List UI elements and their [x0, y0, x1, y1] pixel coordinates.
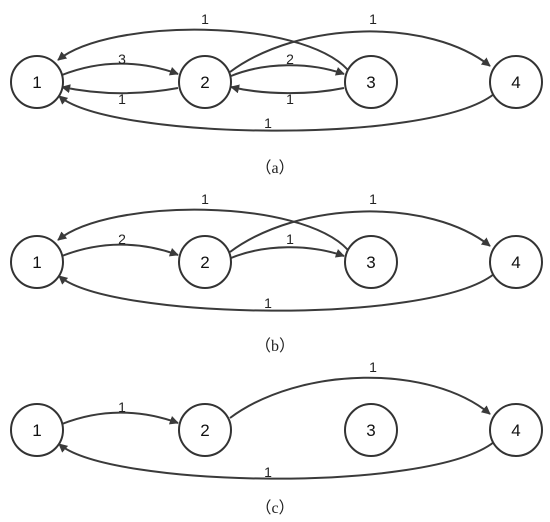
edge-b-2-to-4: 1 [229, 191, 491, 253]
panel-caption: （c） [255, 499, 294, 517]
edge-weight-label: 1 [369, 191, 377, 207]
edge-weight-label: 1 [118, 399, 126, 415]
panel-caption: （b） [255, 337, 295, 355]
edge-a-2-to-3: 2 [230, 51, 345, 77]
edge-a-3-to-2: 1 [230, 84, 345, 107]
edge-weight-label: 3 [118, 51, 126, 67]
panel-a: 1 3 1 1 2 1 1 [10, 11, 543, 177]
edge-weight-label: 2 [118, 231, 126, 247]
svg-text:1: 1 [32, 253, 41, 272]
node-3: 3 [344, 235, 398, 289]
edge-weight-label: 1 [369, 11, 377, 27]
svg-text:2: 2 [200, 253, 209, 272]
edge-c-1-to-2: 1 [61, 399, 179, 425]
edge-b-1-to-2: 2 [61, 231, 179, 257]
edge-b-4-to-1: 1 [58, 273, 495, 312]
edge-weight-label: 1 [264, 295, 272, 311]
edge-weight-label: 1 [201, 11, 209, 27]
node-2: 2 [178, 235, 232, 289]
node-1: 1 [10, 403, 64, 457]
svg-text:1: 1 [32, 73, 41, 92]
panel-b: 1 2 1 1 1 1 2 3 4 （b） [10, 191, 543, 355]
edge-a-2-to-4: 1 [229, 11, 491, 73]
node-4: 4 [489, 55, 543, 109]
svg-text:4: 4 [511, 421, 520, 440]
edge-b-2-to-3: 1 [230, 231, 345, 259]
edge-c-4-to-1: 1 [58, 441, 495, 480]
node-2: 2 [178, 55, 232, 109]
edge-a-1-to-2: 3 [61, 51, 179, 76]
node-1: 1 [10, 55, 64, 109]
node-1: 1 [10, 235, 64, 289]
edge-weight-label: 1 [201, 191, 209, 207]
edge-a-3-to-1: 1 [57, 11, 349, 71]
edge-c-2-to-4: 1 [229, 359, 491, 419]
svg-text:2: 2 [200, 73, 209, 92]
edge-weight-label: 1 [286, 231, 294, 247]
panel-caption: （a） [255, 159, 294, 177]
node-4: 4 [489, 235, 543, 289]
edge-weight-label: 1 [286, 91, 294, 107]
edge-weight-label: 1 [264, 115, 272, 131]
svg-text:1: 1 [32, 421, 41, 440]
svg-text:3: 3 [366, 253, 375, 272]
edge-a-2-to-1: 1 [61, 84, 179, 107]
svg-text:4: 4 [511, 253, 520, 272]
svg-text:4: 4 [511, 73, 520, 92]
node-4: 4 [489, 403, 543, 457]
node-2: 2 [178, 403, 232, 457]
edge-weight-label: 1 [118, 91, 126, 107]
svg-text:3: 3 [366, 421, 375, 440]
node-3: 3 [344, 403, 398, 457]
edge-weight-label: 1 [264, 464, 272, 480]
edge-a-4-to-1: 1 [58, 93, 495, 132]
panel-c: 1 1 1 1 2 3 4 （c） [10, 359, 543, 517]
svg-text:3: 3 [366, 73, 375, 92]
edge-weight-label: 1 [369, 359, 377, 375]
edge-weight-label: 2 [286, 51, 294, 67]
node-3: 3 [344, 55, 398, 109]
svg-text:2: 2 [200, 421, 209, 440]
edge-b-3-to-1: 1 [57, 191, 349, 251]
